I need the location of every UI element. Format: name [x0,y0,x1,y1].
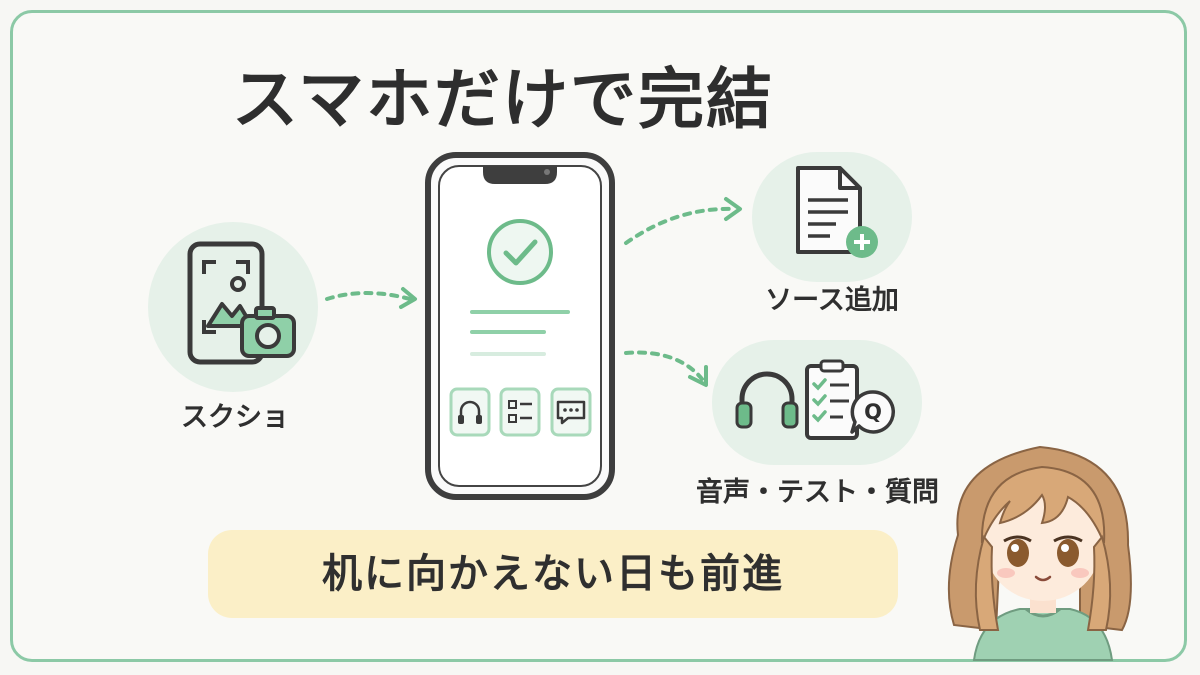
add-source-label: ソース追加 [765,285,899,316]
banner-text: 机に向かえない日も前進 [322,551,784,597]
clipboard-checklist-icon [805,359,859,440]
check-circle-icon [487,219,553,285]
question-badge-letter: Q [864,400,882,424]
girl-avatar [947,445,1132,661]
phone-text-line [470,352,546,356]
phone-text-line [470,310,570,314]
audio-test-question-label: 音声・テスト・質問 [696,477,939,508]
screenshot-label: スクショ [181,402,289,433]
page-title: スマホだけで完結 [232,61,775,138]
phone-text-line [470,330,546,334]
screenshot-icon [187,241,296,365]
document-plus-icon [796,166,878,258]
arrow-to-add-source [624,197,742,245]
headphones-icon [735,371,799,429]
bottom-banner: 机に向かえない日も前進 [208,530,898,618]
phone-chat-button[interactable] [550,387,592,437]
question-bubble-icon [850,390,896,434]
arrow-to-phone [325,287,417,309]
phone-checklist-button[interactable] [499,387,541,437]
smartphone [425,152,615,500]
phone-headphones-button[interactable] [449,387,491,437]
arrow-to-audio-test [624,350,708,387]
